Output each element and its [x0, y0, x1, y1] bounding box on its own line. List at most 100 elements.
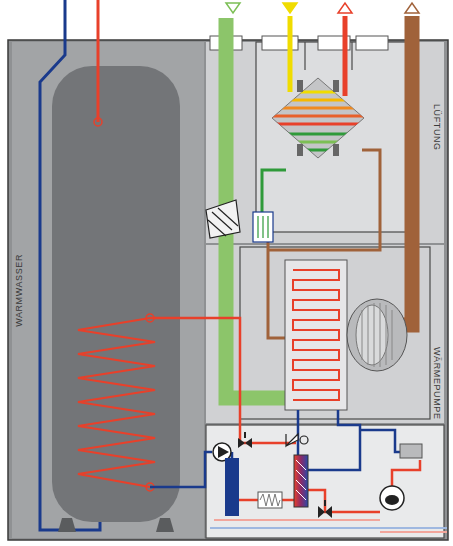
refrigerant-circuit [360, 430, 404, 452]
refrigerant-circuit [150, 318, 296, 443]
heat-recovery-exchanger [333, 80, 339, 92]
air-ducts [398, 16, 412, 325]
hot-water-tank [156, 518, 174, 532]
bypass-flap [206, 200, 240, 238]
bypass-flap [218, 208, 238, 226]
compressor [380, 486, 404, 510]
expansion-valve [325, 506, 332, 518]
heat-recovery-exchanger [270, 99, 366, 102]
heat-recovery-exchanger [270, 123, 366, 126]
hot-water-tank [146, 483, 154, 491]
air-ducts [268, 240, 285, 338]
compartment-lines [256, 42, 406, 232]
compartment-lines [351, 42, 352, 70]
compressor [380, 486, 404, 510]
heat-recovery-exchanger [272, 78, 364, 158]
hot-water-tank [94, 118, 102, 126]
preheater [253, 212, 273, 242]
section-label: WÄRMEPUMPE [432, 347, 441, 420]
plate-heat-exchanger [294, 455, 308, 507]
three-way-valve [238, 438, 245, 448]
bypass-flap [212, 212, 232, 230]
flow-arrows [226, 3, 419, 13]
expansion-valve [324, 500, 326, 506]
expansion-valve [318, 506, 325, 518]
section-panel: WÄRMEPUMPE [206, 245, 444, 423]
flow-arrows [283, 3, 297, 13]
air-ducts [262, 170, 286, 215]
air-ducts [288, 16, 293, 92]
heat-recovery-exchanger [333, 144, 339, 156]
shutoff-valve [300, 436, 308, 444]
flow-arrows [226, 3, 240, 13]
preheater [253, 212, 273, 242]
circulation-pump [213, 443, 231, 461]
shutoff-valve [286, 434, 298, 446]
duct-stubs [210, 36, 242, 50]
refrigerant-circuit [210, 527, 447, 529]
heat-recovery-exchanger [270, 115, 366, 118]
section-panel: LÜFTUNG [206, 42, 444, 243]
expansion-valve [318, 500, 332, 518]
refrigerant-circuit [282, 499, 294, 502]
evaporator [293, 270, 339, 400]
heat-recovery-exchanger [297, 144, 303, 156]
refrigerant-circuit [231, 452, 234, 458]
refrigerant-circuit [297, 410, 300, 455]
refrigerant-circuit [150, 318, 447, 532]
refrigerant-circuit [239, 499, 258, 502]
refrigerant-circuit [308, 490, 380, 512]
flow-arrows [338, 3, 352, 13]
flow-arrows [405, 3, 419, 13]
outer-frame [8, 40, 448, 540]
shutoff-valve [286, 434, 308, 446]
air-ducts [268, 150, 380, 250]
duct-stubs [210, 36, 388, 50]
section-panel: WARMWASSER [12, 42, 204, 538]
refrigerant-circuit [308, 410, 360, 470]
duct-stubs [356, 36, 388, 50]
refrigerant-circuit [380, 531, 447, 533]
heat-recovery-exchanger [270, 141, 366, 144]
evaporator [285, 260, 347, 410]
refrigerant-circuit [150, 452, 212, 487]
heat-recovery-exchanger [270, 92, 366, 150]
heat-recovery-exchanger [270, 91, 366, 94]
fan [362, 303, 392, 367]
compartment-lines [304, 42, 305, 70]
pressure-switch [400, 444, 422, 458]
air-ducts [343, 16, 348, 96]
hot-water-tank [58, 518, 76, 532]
duct-stubs [262, 36, 298, 50]
circulation-pump [213, 443, 231, 461]
hot-water-tank [52, 66, 180, 522]
heat-recovery-exchanger [270, 78, 366, 158]
three-way-valve [245, 438, 252, 448]
fan [347, 299, 407, 371]
hot-water-tank [97, 0, 100, 122]
preheater [258, 216, 268, 238]
air-ducts [226, 16, 412, 398]
air-ducts [226, 18, 292, 398]
evaporator [285, 260, 347, 410]
compartment-lines [240, 247, 430, 419]
refrigerant-circuit [214, 519, 380, 521]
circulation-pump [218, 446, 229, 458]
compartment-lines [206, 42, 444, 538]
three-way-valve [244, 432, 246, 438]
refrigerant-circuit [392, 460, 420, 486]
plate-heat-exchanger [296, 460, 306, 500]
buffer-vessel [225, 458, 239, 516]
heat-recovery-exchanger [270, 149, 366, 152]
heat-recovery-exchanger [270, 107, 366, 110]
hot-water-tank [40, 0, 100, 530]
fan [356, 305, 388, 365]
heat-recovery-exchanger [297, 80, 303, 92]
fan [347, 299, 407, 371]
section-label: WARMWASSER [15, 254, 24, 327]
three-way-valve [238, 432, 252, 448]
heat-recovery-exchanger [270, 133, 366, 136]
filter-drier [258, 492, 282, 508]
